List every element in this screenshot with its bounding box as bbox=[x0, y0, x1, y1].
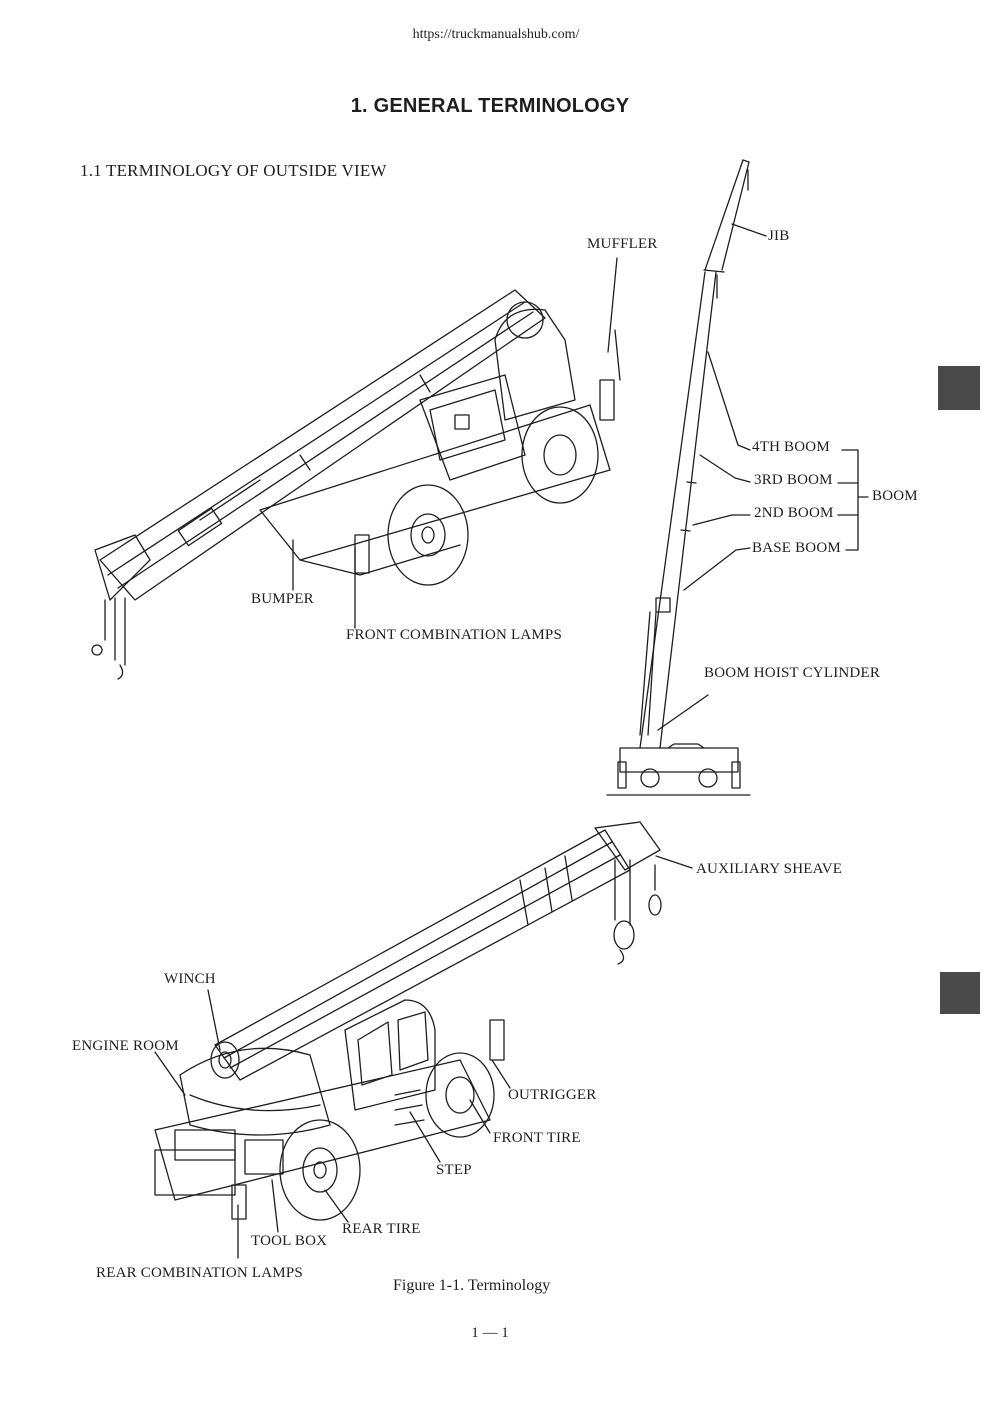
label-auxiliary-sheave: AUXILIARY SHEAVE bbox=[696, 861, 843, 877]
crane-rear-view-illustration bbox=[154, 821, 693, 1259]
label-step: STEP bbox=[436, 1162, 472, 1178]
crane-boom-extended-illustration bbox=[606, 159, 869, 796]
source-url: https://truckmanualshub.com/ bbox=[412, 27, 580, 42]
subsection-title: 1.1 TERMINOLOGY OF OUTSIDE VIEW bbox=[80, 161, 387, 180]
label-bumper: BUMPER bbox=[251, 591, 314, 607]
page-number: 1 — 1 bbox=[471, 1325, 509, 1341]
label-boom: BOOM bbox=[872, 488, 918, 504]
label-muffler: MUFFLER bbox=[587, 236, 658, 252]
label-tool-box: TOOL BOX bbox=[251, 1233, 328, 1249]
label-4th-boom: 4TH BOOM bbox=[752, 439, 830, 455]
label-outrigger: OUTRIGGER bbox=[508, 1087, 597, 1103]
side-index-tab-upper bbox=[938, 366, 980, 410]
label-2nd-boom: 2ND BOOM bbox=[754, 505, 834, 521]
label-base-boom: BASE BOOM bbox=[752, 540, 841, 556]
label-3rd-boom: 3RD BOOM bbox=[754, 472, 833, 488]
side-index-tab-lower bbox=[940, 972, 980, 1014]
label-boom-hoist-cylinder: BOOM HOIST CYLINDER bbox=[704, 665, 881, 681]
section-title: 1. GENERAL TERMINOLOGY bbox=[350, 95, 630, 117]
label-jib: JIB bbox=[768, 228, 790, 244]
label-front-combination-lamps: FRONT COMBINATION LAMPS bbox=[346, 627, 563, 643]
label-engine-room: ENGINE ROOM bbox=[72, 1038, 179, 1054]
label-winch: WINCH bbox=[164, 971, 216, 987]
label-rear-combination-lamps: REAR COMBINATION LAMPS bbox=[96, 1265, 303, 1281]
figure-caption: Figure 1-1. Terminology bbox=[393, 1277, 551, 1294]
label-front-tire: FRONT TIRE bbox=[493, 1130, 581, 1146]
label-rear-tire: REAR TIRE bbox=[342, 1221, 421, 1237]
crane-travel-position-illustration bbox=[91, 257, 621, 680]
